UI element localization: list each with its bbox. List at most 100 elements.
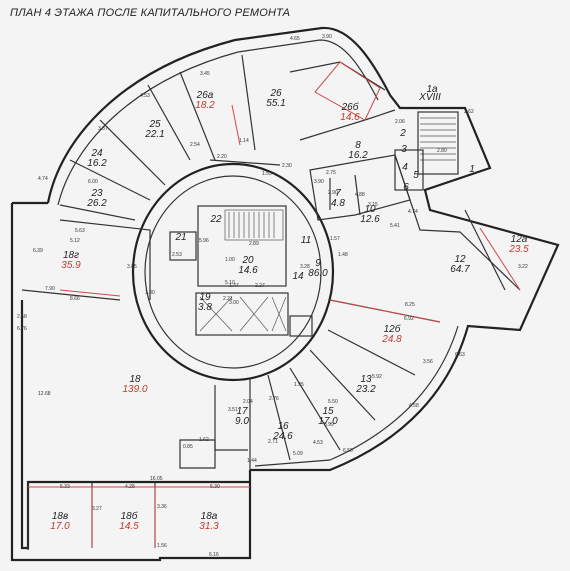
dimension-label: 1.62 xyxy=(199,437,209,443)
dimension-label: 1.14 xyxy=(239,138,249,144)
room-area: 23.5 xyxy=(508,244,529,255)
dimension-label: 6.39 xyxy=(33,248,43,254)
room-8: 6 xyxy=(403,182,409,193)
room-area: 9.0 xyxy=(235,416,249,427)
room-2: 1а xyxy=(426,84,438,95)
room-area: 24.8 xyxy=(381,334,402,345)
room-number: 5 xyxy=(413,170,419,181)
room-7: 5 xyxy=(413,170,419,181)
dimension-label: 4.53 xyxy=(313,440,323,446)
room-number: 11 xyxy=(301,235,311,246)
dimension-label: 3.22 xyxy=(518,264,528,270)
room-area: 55.1 xyxy=(266,98,285,109)
room-number: 19 xyxy=(199,292,211,303)
room-area: 35.9 xyxy=(61,260,81,271)
room-labels: 11аXVIII2345674.8816.2986.01012.6111264.… xyxy=(50,84,529,532)
dimension-label: 0.85 xyxy=(183,444,193,450)
room-area: 26.2 xyxy=(86,198,107,209)
dimension-label: 1.44 xyxy=(247,458,257,464)
room-area: 14.5 xyxy=(119,521,139,532)
dimension-label: 6.16 xyxy=(209,552,219,558)
dimension-label: 6.50 xyxy=(343,448,353,454)
room-number: 12 xyxy=(454,254,466,265)
room-area: 17.0 xyxy=(318,416,338,427)
dimension-label: 1.48 xyxy=(338,252,348,258)
dimension-label: 3.00 xyxy=(229,300,239,306)
dimension-label: 2.21 xyxy=(223,296,233,302)
dimension-label: 2.80 xyxy=(437,148,447,154)
room-number: 18в xyxy=(52,511,68,522)
dimension-label: 4.53 xyxy=(140,93,150,99)
dimension-label: 7.90 xyxy=(45,286,55,292)
room-area: 86.0 xyxy=(308,268,328,279)
room-number: 18г xyxy=(63,250,79,261)
dimension-label: 5.50 xyxy=(328,399,338,405)
dimension-label: 4.74 xyxy=(408,209,418,215)
room-area: 24.6 xyxy=(272,431,293,442)
dimension-label: 3.85 xyxy=(127,264,137,270)
dimension-label: 5.63 xyxy=(75,228,85,234)
dimension-label: 3.90 xyxy=(314,179,324,185)
room-number: 26б xyxy=(341,101,359,113)
room-number: 1а xyxy=(426,84,438,95)
dimension-label: 12.68 xyxy=(38,391,51,397)
dimension-label: 5.41 xyxy=(390,223,400,229)
room-number: 13 xyxy=(360,374,372,385)
room-number: 15 xyxy=(322,406,334,417)
dimension-label: 4.74 xyxy=(38,176,48,182)
dimension-label: 1.95 xyxy=(294,382,304,388)
dimension-label: 6.63 xyxy=(455,352,465,358)
dimension-label: 3.56 xyxy=(423,359,433,365)
room-21: 179.0 xyxy=(235,406,249,427)
dimension-label: 5.10 xyxy=(225,280,235,286)
room-area: 23.2 xyxy=(355,384,376,395)
dimension-label: 5.92 xyxy=(372,374,382,380)
dimension-label: 2.75 xyxy=(326,170,336,176)
room-area: 31.3 xyxy=(199,521,219,532)
room-number: 21 xyxy=(174,232,186,243)
dimension-label: 2.58 xyxy=(17,314,27,320)
room-number: 12а xyxy=(511,234,528,245)
room-number: 4 xyxy=(402,162,408,173)
dimension-label: 2.30 xyxy=(282,163,292,169)
room-area: 18.2 xyxy=(195,100,215,111)
room-29: 21 xyxy=(174,232,186,243)
room-number: 16 xyxy=(277,421,289,432)
dimension-label: 4.65 xyxy=(290,36,300,42)
dimension-label: 6.30 xyxy=(210,484,220,490)
room-area: 139.0 xyxy=(122,384,147,395)
dimension-label: 8.25 xyxy=(405,302,415,308)
dimension-label: 1.53 xyxy=(262,171,272,177)
room-27: 193.8 xyxy=(198,292,212,313)
room-number: 26а xyxy=(196,90,214,101)
room-10: 816.2 xyxy=(348,140,368,161)
room-5: 3 xyxy=(401,144,407,155)
dimension-label: 5.09 xyxy=(293,451,303,457)
renovation-lines xyxy=(28,61,521,548)
dimension-label: 3.90 xyxy=(322,34,332,40)
room-number: 22 xyxy=(209,214,222,225)
dimension-label: 2.90 xyxy=(328,190,338,196)
room-area: 22.1 xyxy=(144,129,164,140)
dimension-label: 3.15 xyxy=(368,202,378,208)
room-4: 2 xyxy=(399,128,406,139)
room-area: 17.0 xyxy=(50,521,70,532)
dimension-label: 3.36 xyxy=(157,504,167,510)
room-number: 17 xyxy=(236,406,248,417)
room-18: 14 xyxy=(292,271,304,282)
dimension-label: 1.56 xyxy=(157,543,167,549)
room-area: 14.6 xyxy=(340,112,360,123)
dimension-label: 1.80 xyxy=(145,290,155,296)
room-area: 16.2 xyxy=(87,158,107,169)
